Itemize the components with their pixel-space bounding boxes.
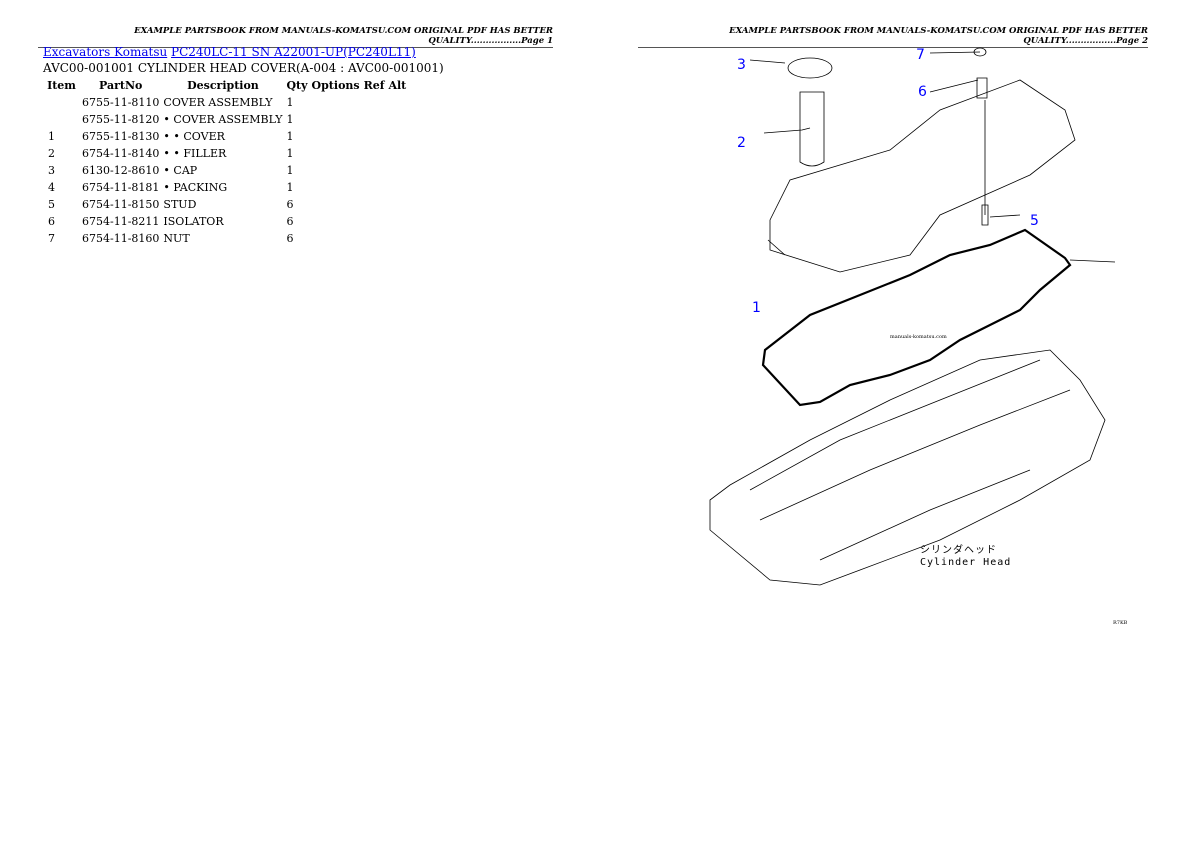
cell-description: • • FILLER xyxy=(163,147,227,160)
callout-6: 6 xyxy=(918,84,927,100)
cell-description: COVER ASSEMBLY xyxy=(163,96,273,109)
cell-item xyxy=(43,94,80,111)
page1-header: EXAMPLE PARTSBOOK FROM MANUALS-KOMATSU.C… xyxy=(38,26,553,48)
cell-part-number: 6754-11-8211 xyxy=(82,215,160,228)
cell-qty: 1 xyxy=(286,96,294,109)
cell-part-number: 6130-12-8610 xyxy=(82,164,160,177)
cell-item: 1 xyxy=(48,130,55,143)
col-item: Item xyxy=(47,79,76,92)
cell-item: 2 xyxy=(48,147,55,160)
cell-item: 6 xyxy=(48,215,55,228)
cell-part-number: 6755-11-8110 xyxy=(82,96,160,109)
table-row: 4 6754-11-8181• PACKING 1 xyxy=(43,179,408,196)
page2-header: EXAMPLE PARTSBOOK FROM MANUALS-KOMATSU.C… xyxy=(638,26,1148,48)
page-subtitle: AVC00-001001 CYLINDER HEAD COVER(A-004 :… xyxy=(43,61,444,75)
table-row: 3 6130-12-8610• CAP 1 xyxy=(43,162,408,179)
caption-jp: シリンダヘッド xyxy=(920,545,997,556)
cell-part-number: 6755-11-8130 xyxy=(82,130,160,143)
breadcrumb: Excavators Komatsu PC240LC-11 SN A22001-… xyxy=(43,45,416,59)
cell-qty: 6 xyxy=(286,232,294,245)
cell-description: • CAP xyxy=(163,164,198,177)
cell-part-number: 6754-11-8181 xyxy=(82,181,160,194)
cell-item: 5 xyxy=(48,198,55,211)
cell-item: 4 xyxy=(48,181,55,194)
callout-1: 1 xyxy=(752,300,761,316)
table-row: 1 6755-11-8130• • COVER 1 xyxy=(43,128,408,145)
callout-2: 2 xyxy=(737,135,746,151)
cell-part-number: 6754-11-8160 xyxy=(82,232,160,245)
cell-description: ISOLATOR xyxy=(163,215,224,228)
link-excavators-komatsu[interactable]: Excavators Komatsu xyxy=(43,45,168,59)
cell-part-number: 6755-11-8120 xyxy=(82,113,160,126)
cell-item: 7 xyxy=(48,232,55,245)
cell-item: 3 xyxy=(48,164,55,177)
col-alt: Alt xyxy=(388,79,407,92)
cell-description: • COVER ASSEMBLY xyxy=(163,113,283,126)
cell-qty: 1 xyxy=(286,147,294,160)
col-ref: Ref xyxy=(363,79,385,92)
col-qty: Qty xyxy=(286,79,308,92)
watermark: manuals-komatsu.com xyxy=(890,334,947,340)
exploded-diagram: manuals-komatsu.com xyxy=(709,47,1116,586)
col-description: Description xyxy=(187,79,259,92)
col-options: Options xyxy=(311,79,360,92)
col-partno: PartNo xyxy=(99,79,143,92)
cell-description: NUT xyxy=(163,232,190,245)
callout-5: 5 xyxy=(1030,213,1039,229)
cell-qty: 6 xyxy=(286,215,294,228)
cell-qty: 1 xyxy=(286,113,294,126)
link-model[interactable]: PC240LC-11 SN A22001-UP(PC240L11) xyxy=(171,45,416,59)
figure-code: R7KB xyxy=(1113,620,1128,626)
figure-caption: シリンダヘッド Cylinder Head xyxy=(920,545,1011,569)
callout-7: 7 xyxy=(916,47,925,63)
parts-table: Item PartNo Description Qty Options Ref … xyxy=(43,77,408,247)
cell-part-number: 6754-11-8150 xyxy=(82,198,160,211)
cell-description: • • COVER xyxy=(163,130,225,143)
callout-3: 3 xyxy=(737,57,746,73)
cell-part-number: 6754-11-8140 xyxy=(82,147,160,160)
cell-description: • PACKING xyxy=(163,181,228,194)
caption-en: Cylinder Head xyxy=(920,557,1012,568)
cell-description: STUD xyxy=(163,198,197,211)
table-row: 2 6754-11-8140• • FILLER 1 xyxy=(43,145,408,162)
table-header: Item PartNo Description Qty Options Ref … xyxy=(43,77,408,94)
cell-item xyxy=(43,111,80,128)
cell-qty: 1 xyxy=(286,130,294,143)
cell-qty: 1 xyxy=(286,181,294,194)
cell-qty: 1 xyxy=(286,164,294,177)
cell-qty: 6 xyxy=(286,198,294,211)
